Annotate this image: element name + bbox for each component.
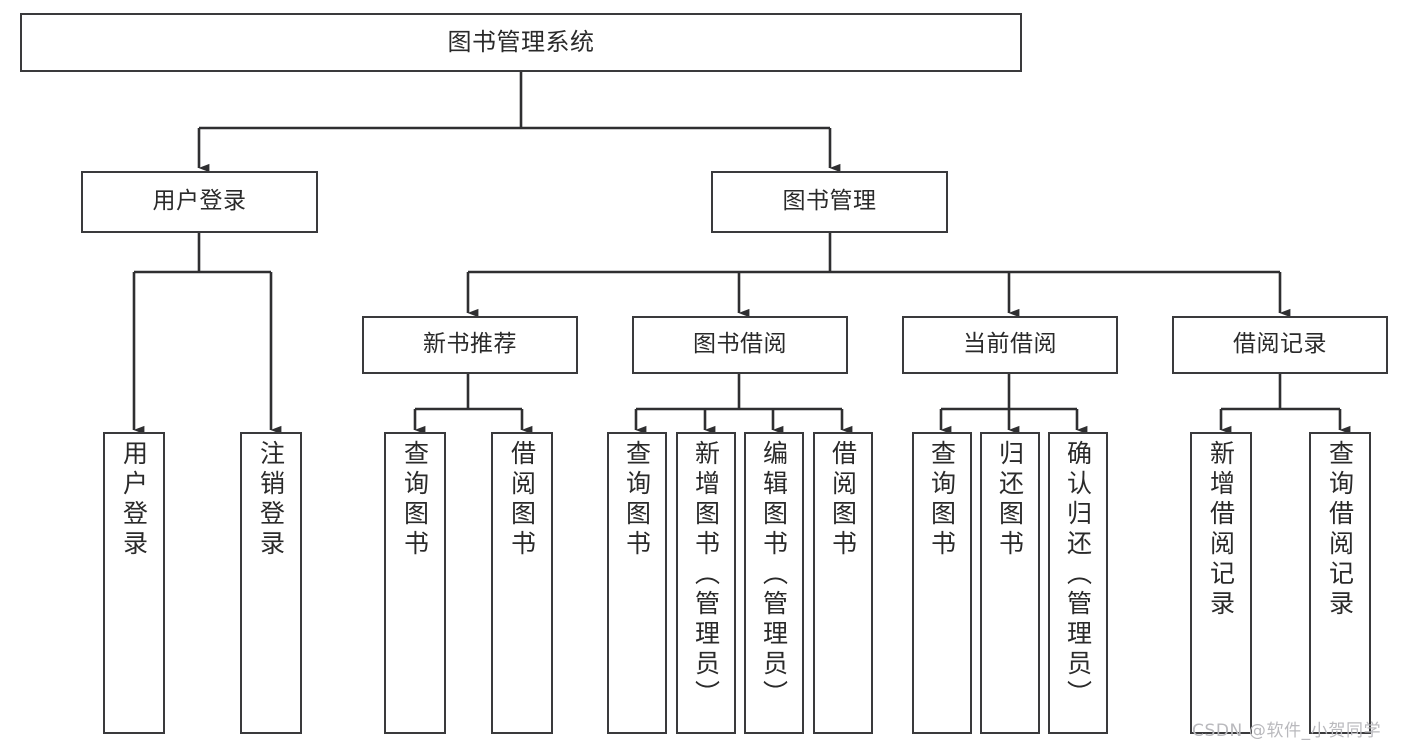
node-root-book-management-system[interactable]: 图书管理系统	[20, 13, 1022, 72]
leaf-book-borrow-query-book[interactable]: 查询图书	[607, 432, 667, 734]
node-label: 借阅图书	[507, 440, 537, 560]
node-user-login[interactable]: 用户登录	[81, 171, 318, 233]
node-label: 图书管理	[782, 188, 877, 215]
leaf-current-borrow-query-book[interactable]: 查询图书	[912, 432, 972, 734]
node-label: 新增图书（管理员）	[691, 440, 721, 710]
leaf-user-login-logout[interactable]: 注销登录	[240, 432, 302, 734]
node-label: 当前借阅	[963, 331, 1057, 358]
node-label: 图书借阅	[693, 331, 787, 358]
leaf-current-borrow-return-book[interactable]: 归还图书	[980, 432, 1040, 734]
leaf-current-borrow-confirm-return-admin[interactable]: 确认归还（管理员）	[1048, 432, 1108, 734]
node-new-book-recommendation[interactable]: 新书推荐	[362, 316, 578, 374]
leaf-new-book-query-book[interactable]: 查询图书	[384, 432, 446, 734]
node-label: 编辑图书（管理员）	[759, 440, 789, 710]
node-label: 用户登录	[152, 188, 247, 215]
node-label: 归还图书	[995, 440, 1025, 560]
node-label: 新增借阅记录	[1206, 440, 1236, 620]
node-label: 借阅记录	[1233, 331, 1327, 358]
node-label: 借阅图书	[828, 440, 858, 560]
leaf-book-borrow-borrow-book[interactable]: 借阅图书	[813, 432, 873, 734]
leaf-borrow-record-add-record[interactable]: 新增借阅记录	[1190, 432, 1252, 734]
leaf-book-borrow-add-book-admin[interactable]: 新增图书（管理员）	[676, 432, 736, 734]
leaf-book-borrow-edit-book-admin[interactable]: 编辑图书（管理员）	[744, 432, 804, 734]
node-label: 注销登录	[256, 440, 286, 560]
csdn-watermark: CSDN @软件_小贺同学	[1192, 721, 1382, 741]
node-label: 查询图书	[622, 440, 652, 560]
leaf-borrow-record-query-record[interactable]: 查询借阅记录	[1309, 432, 1371, 734]
node-label: 新书推荐	[423, 331, 517, 358]
node-current-borrow[interactable]: 当前借阅	[902, 316, 1118, 374]
node-book-management[interactable]: 图书管理	[711, 171, 948, 233]
node-book-borrow[interactable]: 图书借阅	[632, 316, 848, 374]
node-label: 用户登录	[119, 440, 149, 560]
node-label: 确认归还（管理员）	[1063, 440, 1093, 710]
node-label: 图书管理系统	[447, 28, 595, 57]
node-label: 查询图书	[400, 440, 430, 560]
node-label: 查询图书	[927, 440, 957, 560]
node-label: 查询借阅记录	[1325, 440, 1355, 620]
leaf-new-book-borrow-book[interactable]: 借阅图书	[491, 432, 553, 734]
node-borrow-record[interactable]: 借阅记录	[1172, 316, 1388, 374]
leaf-user-login-login[interactable]: 用户登录	[103, 432, 165, 734]
